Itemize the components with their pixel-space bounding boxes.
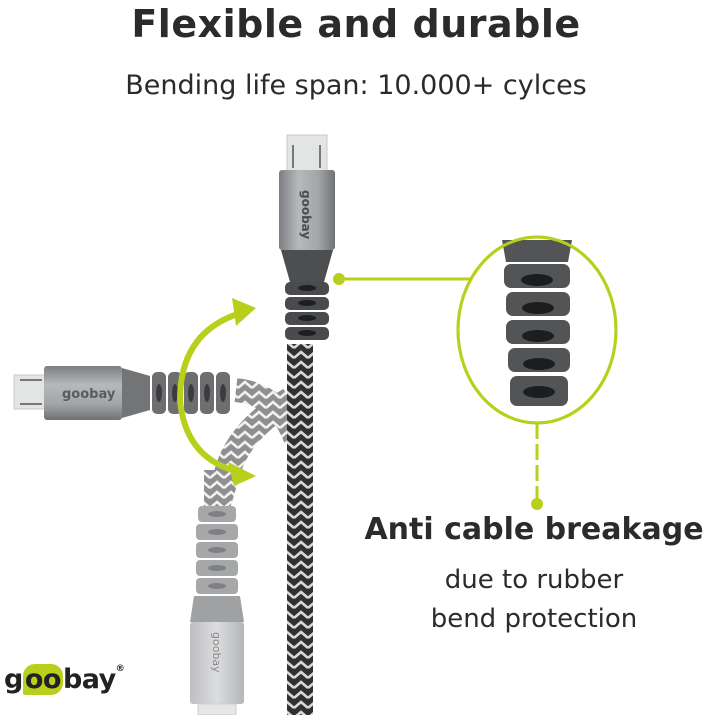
- connector-logo: goobay: [299, 190, 313, 239]
- faded-connector-housing: [190, 622, 244, 704]
- zoom-detail-circle: [456, 235, 618, 425]
- registered-mark: ®: [115, 664, 125, 674]
- page-subtitle: Bending life span: 10.000+ cylces: [125, 70, 587, 101]
- faded-connector-logo: goobay: [210, 632, 223, 673]
- callout-description-line-2: bend protection: [430, 604, 638, 634]
- brand-logo-prefix: g: [4, 664, 23, 695]
- faded-rubber-bend-protection: [196, 506, 238, 594]
- bend-arrow-icon: [176, 298, 256, 486]
- page-title: Flexible and durable: [131, 2, 581, 46]
- rubber-bend-protection: [285, 282, 329, 340]
- zoomed-rubber-bend-protection: [502, 240, 572, 406]
- top-connector: goobay: [279, 134, 335, 340]
- left-connector-logo: goobay: [62, 387, 116, 402]
- callout-pointer: [333, 273, 470, 285]
- left-rubber-bend-protection: [152, 372, 230, 414]
- brand-logo: goobay®: [4, 664, 125, 695]
- faded-cable-bottom: goobay: [190, 388, 297, 715]
- connector-housing: [279, 170, 335, 250]
- brand-logo-bubble: oo: [22, 664, 63, 695]
- brand-logo-suffix: bay: [62, 664, 116, 695]
- left-connector: goobay: [13, 366, 230, 420]
- callout-description-line-1: due to rubber: [444, 565, 624, 595]
- callout-connector-line: [531, 423, 543, 510]
- callout-heading: Anti cable breakage: [364, 512, 704, 547]
- main-braided-cable: [287, 344, 313, 715]
